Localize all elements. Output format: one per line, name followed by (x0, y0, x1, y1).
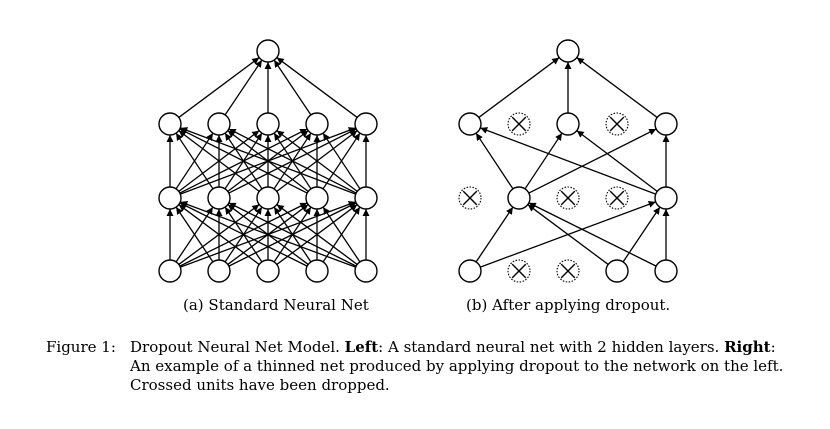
connection-arrow (178, 57, 260, 118)
connection-arrow (178, 204, 260, 265)
connection-arrow (276, 204, 358, 265)
connection-arrow (322, 206, 361, 263)
dropped-unit-icon (507, 259, 531, 283)
standard-net-units (158, 39, 378, 283)
neuron-unit (256, 39, 280, 63)
neuron-unit (556, 39, 580, 63)
figure-label: Figure 1: (46, 338, 116, 356)
caption-line-1: Dropout Neural Net Model. Left: A standa… (130, 338, 810, 357)
neuron-unit (207, 112, 231, 136)
connection-arrow (622, 206, 661, 263)
connection-arrow (480, 127, 656, 195)
neuron-unit (556, 112, 580, 136)
neuron-unit (507, 186, 531, 210)
connection-arrow (528, 128, 657, 194)
connection-arrow (228, 128, 357, 194)
neuron-unit (305, 259, 329, 283)
dropped-unit-icon (458, 186, 482, 210)
dropped-unit-icon (556, 186, 580, 210)
caption-text: Dropout Neural Net Model. (130, 338, 345, 356)
dropout-net-edges (475, 57, 670, 268)
connection-arrow (228, 202, 357, 267)
connection-arrow (524, 132, 563, 190)
connection-arrow (180, 127, 356, 195)
connection-arrow (478, 57, 560, 118)
caption-bold-left: Left (344, 338, 379, 356)
caption-body: Dropout Neural Net Model. Left: A standa… (130, 338, 810, 395)
connection-arrow (224, 59, 263, 116)
neuron-unit (158, 186, 182, 210)
neuron-unit (458, 112, 482, 136)
neuron-unit (256, 112, 280, 136)
connection-arrow (527, 204, 609, 265)
neuron-unit (158, 259, 182, 283)
neuron-unit (654, 112, 678, 136)
dropped-unit-icon (605, 112, 629, 136)
connection-arrow (175, 206, 214, 263)
caption-text: : (770, 338, 776, 356)
neuron-unit (256, 259, 280, 283)
connection-arrow (475, 206, 514, 263)
neuron-unit (654, 259, 678, 283)
caption-line-2: An example of a thinned net produced by … (130, 357, 784, 375)
neuron-unit (158, 112, 182, 136)
neuron-unit (207, 259, 231, 283)
neuron-unit (305, 186, 329, 210)
connection-arrow (528, 202, 657, 267)
neuron-unit (256, 186, 280, 210)
connection-arrow (180, 201, 356, 268)
connection-arrow (576, 130, 658, 192)
connection-arrow (276, 57, 358, 118)
neuron-unit (354, 259, 378, 283)
connection-arrow (276, 130, 358, 192)
neuron-unit (605, 259, 629, 283)
neuron-unit (654, 186, 678, 210)
connection-arrow (179, 128, 308, 194)
connection-arrow (475, 132, 514, 190)
dropped-unit-icon (507, 112, 531, 136)
standard-neural-net (158, 39, 378, 283)
connection-arrow (179, 202, 308, 267)
standard-net-edges (166, 57, 370, 268)
dropped-unit-icon (605, 186, 629, 210)
neuron-unit (354, 112, 378, 136)
connection-arrow (175, 132, 214, 190)
neuron-unit (305, 112, 329, 136)
connection-arrow (322, 132, 361, 190)
neuron-unit (354, 186, 378, 210)
connection-arrow (576, 57, 658, 118)
caption-bold-right: Right (724, 338, 771, 356)
subcaption-standard-net: (a) Standard Neural Net (183, 296, 369, 314)
connection-arrow (273, 59, 312, 116)
dropout-figure-diagram (158, 39, 678, 283)
subcaption-after-dropout: (b) After applying dropout. (466, 296, 671, 314)
neuron-unit (458, 259, 482, 283)
neuron-unit (207, 186, 231, 210)
dropped-unit-icon (556, 259, 580, 283)
connection-arrow (178, 130, 260, 192)
caption-text: : A standard neural net with 2 hidden la… (378, 338, 725, 356)
caption-line-3: Crossed units have been dropped. (130, 376, 390, 394)
dropout-thinned-net (458, 39, 678, 283)
dropout-net-units (458, 39, 678, 283)
